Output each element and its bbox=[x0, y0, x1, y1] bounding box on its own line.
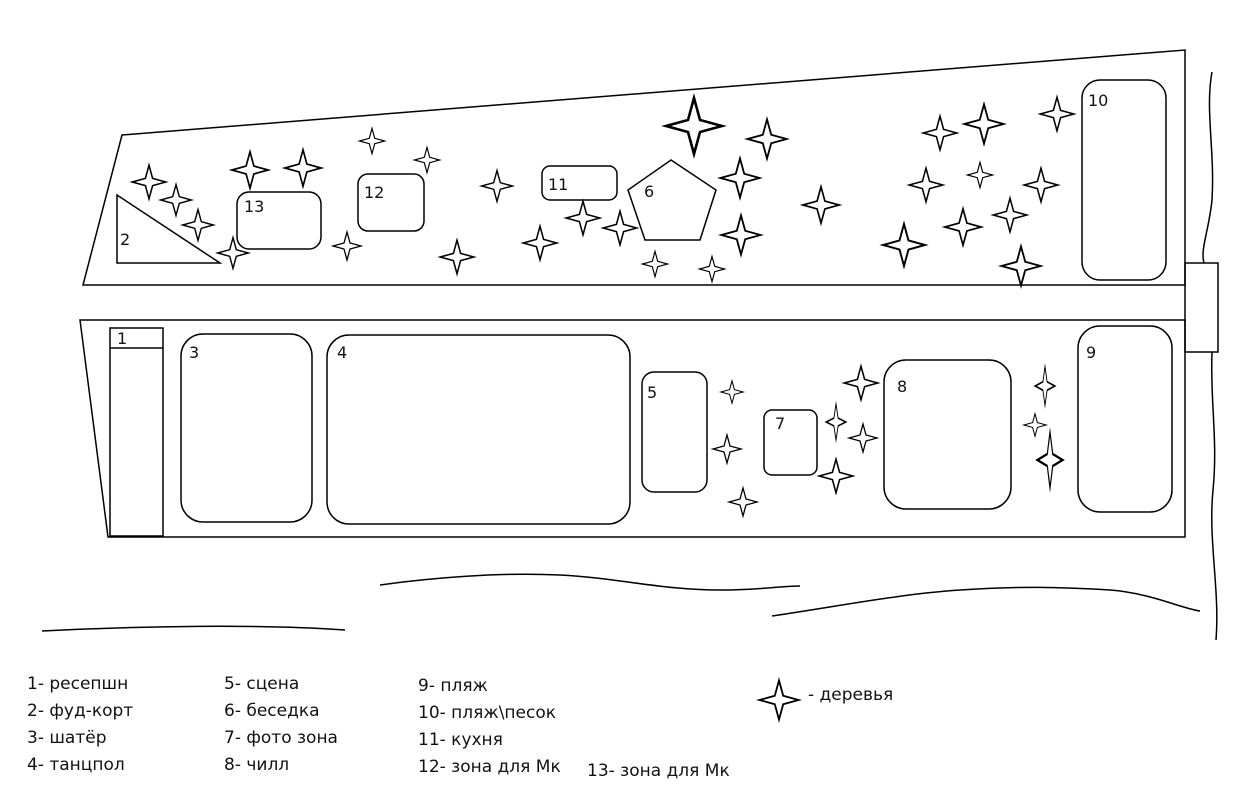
tree-icon bbox=[1000, 245, 1042, 287]
tree-icon bbox=[1023, 413, 1047, 437]
tree-icon bbox=[1023, 167, 1059, 203]
legend-item: 6- беседка bbox=[224, 701, 320, 721]
legend-item: 12- зона для Мк bbox=[418, 757, 561, 777]
legend-item: 8- чилл bbox=[224, 755, 290, 775]
tree-icon bbox=[698, 255, 726, 283]
legend-col-3: 9- пляж 10- пляж\песок 11- кухня 12- зон… bbox=[418, 673, 561, 781]
tree-icon bbox=[439, 239, 475, 275]
tree-icon bbox=[728, 487, 758, 517]
shoreline bbox=[41, 71, 1218, 641]
zone-beach: 9 bbox=[1077, 325, 1173, 513]
zone-mc-13: 13 bbox=[236, 191, 322, 250]
tree-icon bbox=[801, 185, 841, 225]
zone-tent: 3 bbox=[180, 333, 313, 523]
tree-icon bbox=[1036, 430, 1064, 490]
legend-item: 10- пляж\песок bbox=[418, 703, 557, 723]
tree-icon bbox=[641, 250, 669, 278]
tree-icon bbox=[216, 236, 250, 270]
tree-icon bbox=[818, 458, 854, 494]
zone-number: 10 bbox=[1088, 91, 1108, 110]
tree-icon bbox=[181, 208, 215, 242]
zone-number: 5 bbox=[647, 383, 657, 402]
legend-item: 5- сцена bbox=[224, 674, 300, 694]
tree-icon bbox=[943, 207, 983, 247]
zone-photo: 7 bbox=[763, 409, 818, 476]
zone-mc-12: 12 bbox=[357, 173, 425, 232]
zone-number: 12 bbox=[364, 183, 384, 202]
tree-legend-icon bbox=[758, 679, 800, 721]
legend-trees-label: - деревья bbox=[808, 685, 894, 705]
zone-number: 8 bbox=[897, 377, 907, 396]
tree-icon bbox=[131, 164, 167, 200]
legend-item: 7- фото зона bbox=[224, 728, 338, 748]
tree-icon bbox=[882, 223, 926, 267]
tree-icon bbox=[522, 225, 558, 261]
zone-number: 7 bbox=[775, 414, 785, 433]
zone-number: 3 bbox=[189, 343, 199, 362]
legend-item: 9- пляж bbox=[418, 676, 488, 696]
entrance-gate bbox=[1184, 262, 1219, 353]
zone-number: 11 bbox=[548, 175, 568, 194]
tree-icon bbox=[1039, 96, 1075, 132]
zone-number: 9 bbox=[1086, 343, 1096, 362]
legend-item: 4- танцпол bbox=[27, 755, 125, 775]
tree-icon bbox=[230, 150, 270, 190]
tree-icon bbox=[746, 118, 788, 160]
zone-kitchen: 11 bbox=[541, 165, 618, 201]
legend-item: 2- фуд-корт bbox=[27, 701, 134, 721]
legend-item: 1- ресепшн bbox=[27, 674, 129, 694]
zone-beach-sand: 10 bbox=[1081, 79, 1167, 281]
tree-icon bbox=[358, 127, 386, 155]
zone-gazebo: 6 bbox=[627, 159, 717, 241]
tree-icon bbox=[992, 197, 1028, 233]
zone-food-court: 2 bbox=[116, 193, 223, 264]
tree-icon bbox=[843, 365, 879, 401]
tree-icon bbox=[966, 161, 994, 189]
tree-icon bbox=[413, 146, 441, 174]
tree-icon bbox=[922, 115, 958, 151]
tree-icon bbox=[720, 214, 762, 256]
zone-number: 4 bbox=[337, 343, 347, 362]
legend-item: 13- зона для Мк bbox=[587, 761, 730, 781]
tree-icon bbox=[332, 231, 362, 261]
zone-stage: 5 bbox=[641, 371, 708, 493]
zone-number: 6 bbox=[644, 182, 654, 201]
tree-icon bbox=[719, 157, 761, 199]
legend-col-1: 1- ресепшн 2- фуд-корт 3- шатёр 4- танцп… bbox=[27, 671, 133, 779]
tree-icon bbox=[908, 167, 944, 203]
tree-icon bbox=[159, 183, 193, 217]
tree-icon bbox=[963, 103, 1005, 145]
legend-trees: - деревья bbox=[808, 682, 893, 709]
legend-item-13: 13- зона для Мк bbox=[587, 758, 730, 785]
lower-area-outline bbox=[79, 319, 1186, 538]
tree-icon bbox=[480, 169, 514, 203]
zone-chill: 8 bbox=[883, 359, 1012, 510]
zone-number: 2 bbox=[120, 230, 130, 249]
tree-icon bbox=[283, 148, 323, 188]
zone-number: 13 bbox=[244, 197, 264, 216]
legend-col-2: 5- сцена 6- беседка 7- фото зона 8- чилл bbox=[224, 671, 338, 779]
zone-reception: 1 bbox=[109, 327, 164, 537]
tree-icon bbox=[1034, 365, 1056, 407]
zone-number: 1 bbox=[117, 329, 127, 348]
legend-item: 3- шатёр bbox=[27, 728, 107, 748]
tree-icon bbox=[664, 96, 724, 156]
zone-dance-floor: 4 bbox=[326, 334, 631, 525]
tree-icon bbox=[712, 434, 742, 464]
tree-icon bbox=[825, 402, 847, 442]
tree-icon bbox=[565, 200, 601, 236]
tree-icon bbox=[720, 380, 744, 404]
tree-icon bbox=[848, 423, 878, 453]
legend-item: 11- кухня bbox=[418, 730, 503, 750]
tree-icon bbox=[602, 210, 638, 246]
